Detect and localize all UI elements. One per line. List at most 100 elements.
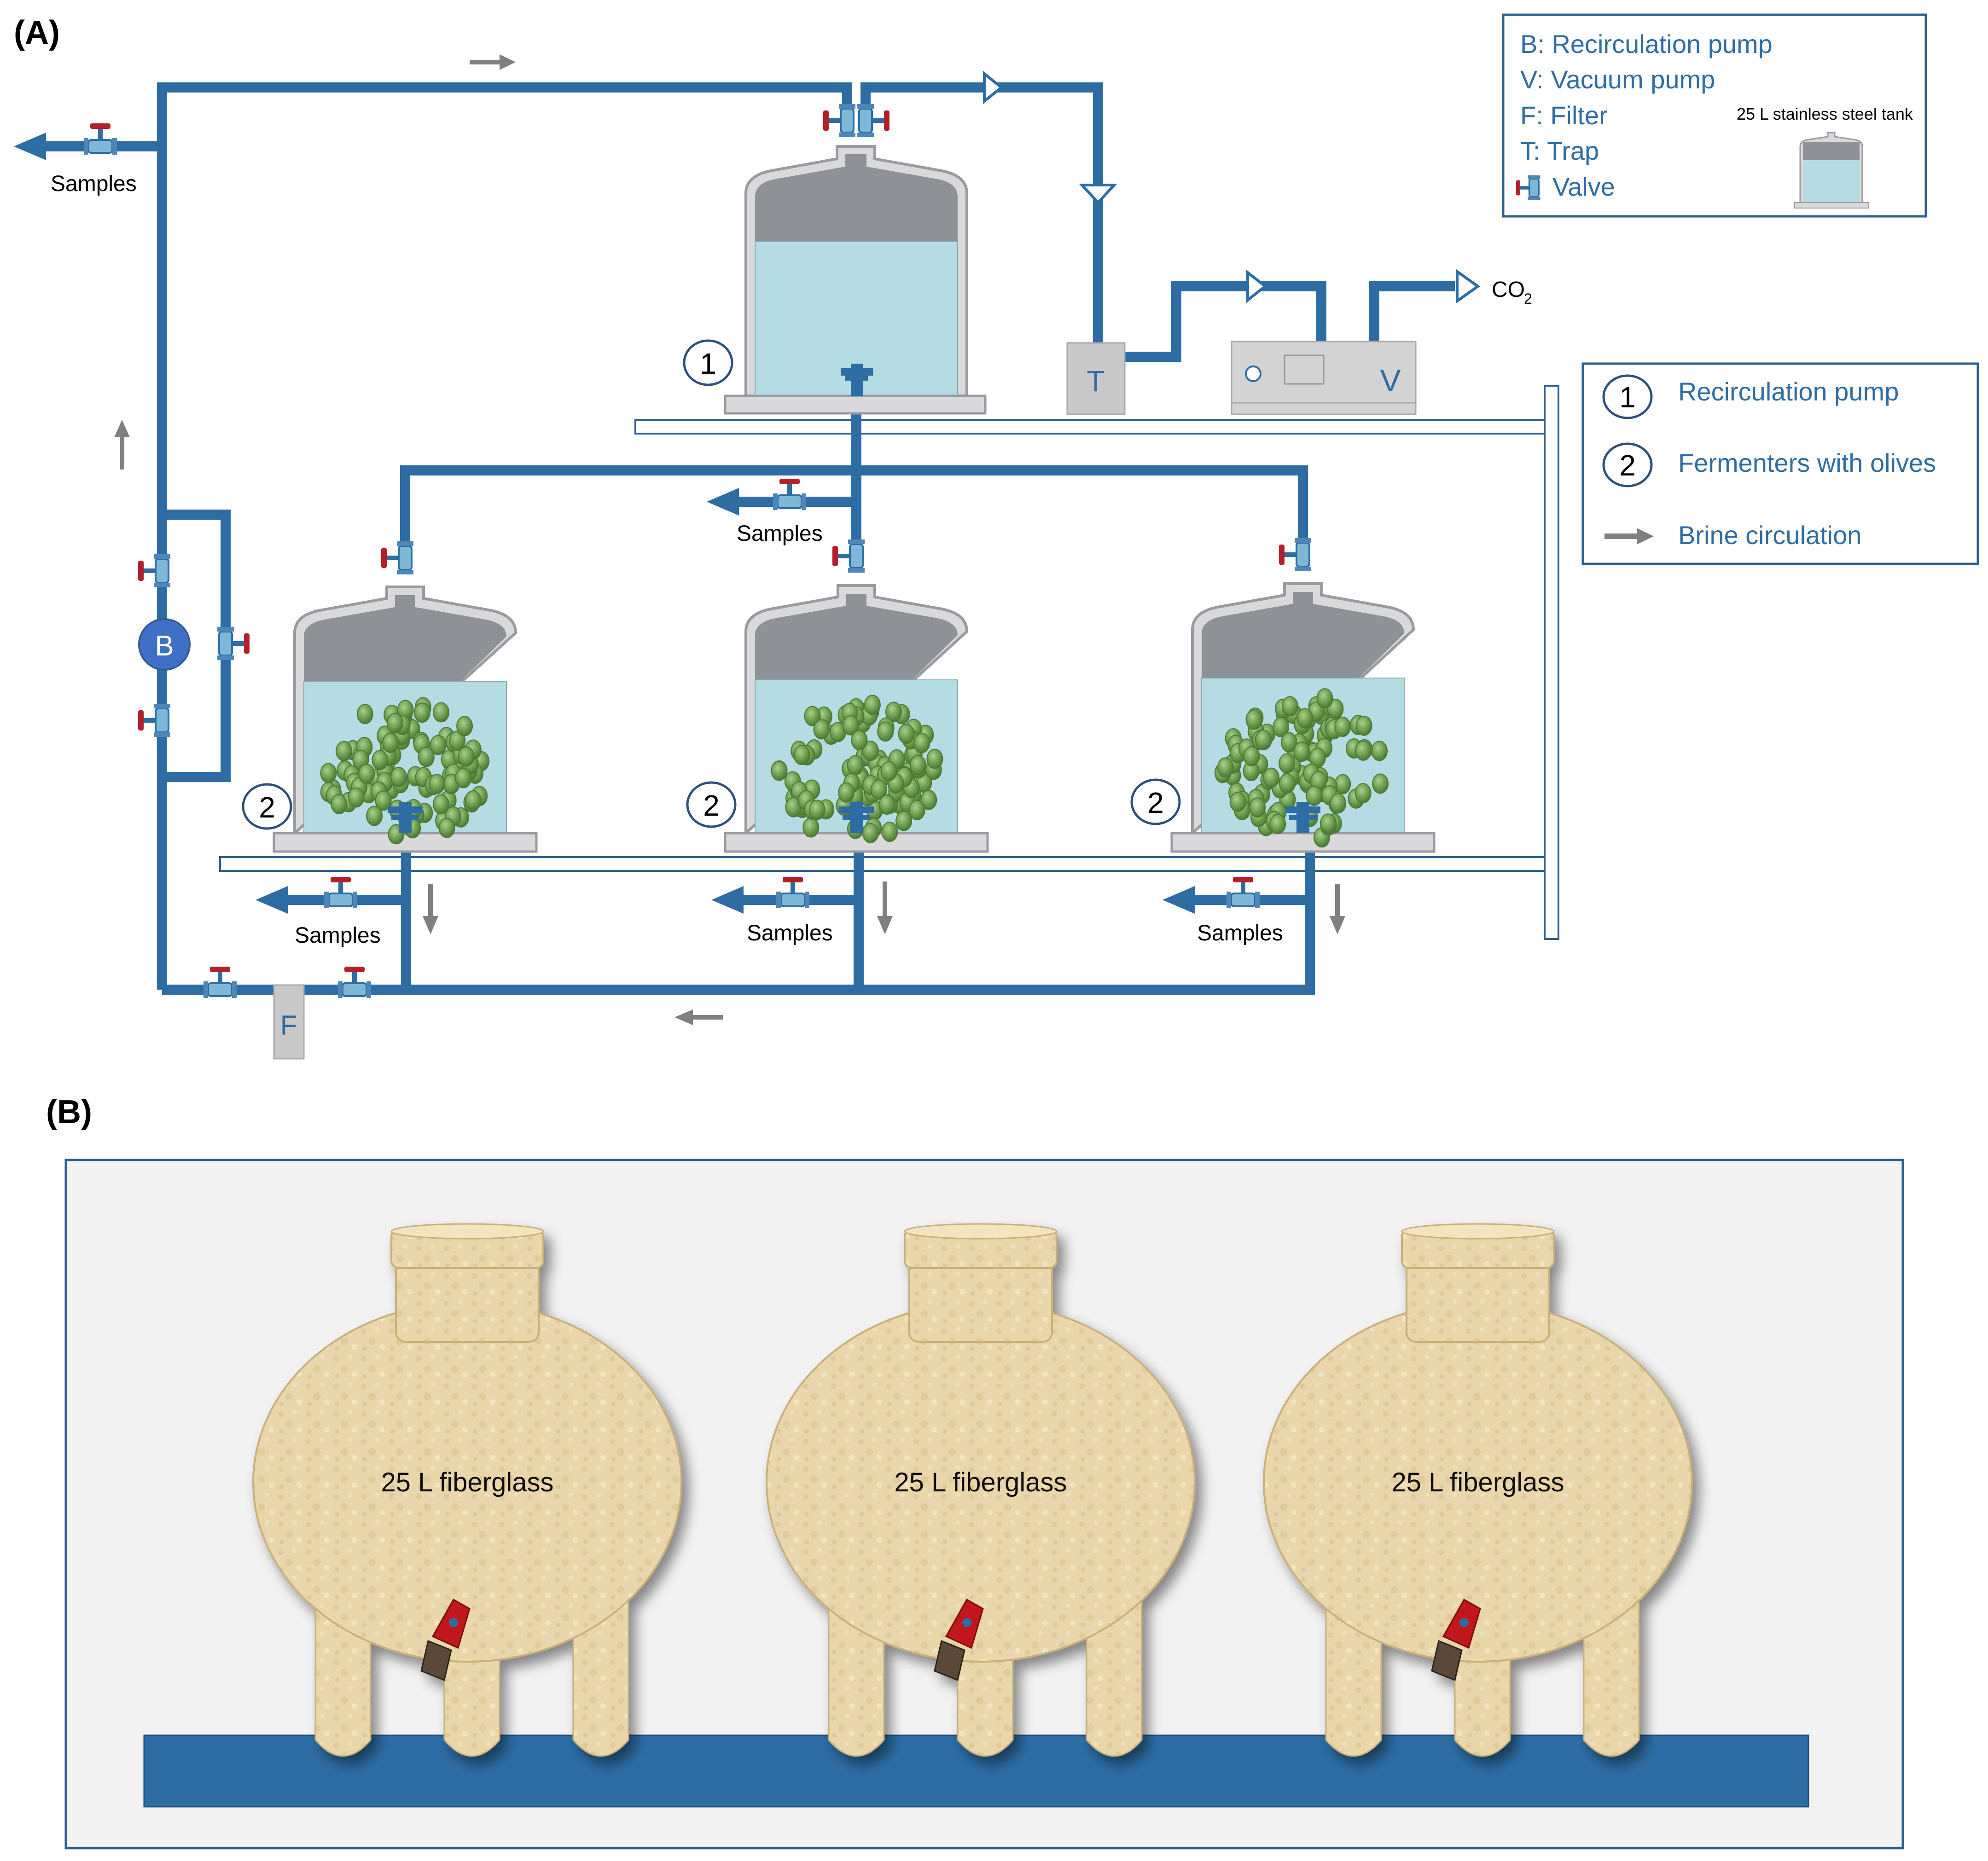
- sample-valve-f1[interactable]: [323, 876, 358, 909]
- olive: [771, 760, 788, 781]
- fermenter-2-valve[interactable]: [831, 539, 866, 574]
- mini-tank-icon: [1794, 132, 1869, 209]
- pump-inlet-valve[interactable]: [137, 553, 171, 588]
- arrow-icon: [1604, 528, 1654, 545]
- legend-item-t: T: Trap: [1520, 136, 1599, 165]
- olive: [864, 695, 881, 715]
- olive: [455, 768, 472, 788]
- olive: [413, 702, 430, 723]
- olive: [456, 716, 473, 736]
- olive: [1334, 717, 1351, 737]
- olive: [1306, 785, 1323, 806]
- filter-inlet-valve[interactable]: [203, 966, 238, 999]
- samples-label-f2: Samples: [747, 921, 833, 945]
- olive: [847, 755, 864, 776]
- legend-symbols: 1 Recirculation pump 2 Fermenters with o…: [1581, 362, 1979, 565]
- olive: [1372, 773, 1389, 794]
- fermenter-3-valve[interactable]: [1278, 537, 1312, 572]
- legend-item-fermenters: Fermenters with olives: [1678, 448, 1936, 477]
- svg-text:1: 1: [1619, 381, 1636, 414]
- olive: [1296, 708, 1314, 729]
- tank-1-stainless: [724, 145, 987, 415]
- tank-label: 25 L fiberglass: [381, 1467, 553, 1497]
- olive: [898, 724, 915, 744]
- sample-valve-middle[interactable]: [772, 478, 807, 511]
- olive: [1316, 688, 1333, 709]
- olive: [348, 787, 365, 808]
- shelf-support: [1544, 385, 1559, 940]
- bypass-valve[interactable]: [216, 626, 250, 661]
- olive: [1269, 814, 1286, 835]
- legend-item-brine: Brine circulation: [1678, 521, 1861, 550]
- sample-valve-f3[interactable]: [1226, 876, 1261, 909]
- vacuum-pump: V: [1231, 341, 1417, 415]
- olive: [1281, 732, 1297, 753]
- sample-valve-f2[interactable]: [775, 876, 810, 909]
- olive: [428, 774, 445, 794]
- olive: [913, 733, 930, 754]
- olive: [1371, 741, 1388, 761]
- olive: [331, 794, 348, 814]
- legend-item-valve: Valve: [1552, 172, 1615, 201]
- filter: F: [273, 984, 305, 1060]
- sample-valve-top[interactable]: [83, 122, 118, 156]
- olive: [387, 713, 404, 733]
- olive: [458, 746, 475, 767]
- olive: [320, 763, 337, 783]
- fiberglass-tank-2: 25 L fiberglass: [766, 1223, 1196, 1757]
- pump-outlet-valve[interactable]: [137, 703, 171, 738]
- recirculation-pump-b: B: [138, 618, 191, 671]
- olive: [804, 706, 821, 726]
- olive: [813, 719, 830, 740]
- tank1-valve-left[interactable]: [822, 103, 856, 138]
- tank-spout: [934, 1640, 965, 1681]
- fiberglass-tanks: 25 L fiberglass 25 L fiberglass 25 L fiber…: [252, 1223, 1693, 1757]
- olive: [433, 702, 450, 723]
- tank-spout: [420, 1640, 452, 1681]
- olive: [808, 800, 825, 820]
- legend-item-v: V: Vacuum pump: [1520, 65, 1715, 94]
- olive: [1255, 729, 1272, 750]
- olive: [885, 701, 902, 722]
- olive: [908, 800, 925, 820]
- filter-outlet-valve[interactable]: [337, 966, 372, 999]
- olive: [895, 811, 913, 831]
- olive: [1293, 742, 1310, 762]
- pipe-network: [14, 82, 1455, 995]
- fiberglass-tank-3: 25 L fiberglass: [1263, 1223, 1693, 1757]
- olive: [842, 715, 859, 736]
- fermenter-3-number: 2: [1130, 778, 1181, 825]
- olive: [366, 806, 383, 826]
- olive: [802, 817, 820, 838]
- olive: [920, 789, 937, 810]
- panel-b-label: (B): [46, 1094, 92, 1131]
- olive: [909, 755, 926, 776]
- legend-tank-caption: 25 L stainless steel tank: [1737, 104, 1913, 123]
- olive: [862, 823, 879, 843]
- tank1-valve-right[interactable]: [856, 103, 890, 138]
- legend-item-f: F: Filter: [1520, 101, 1608, 130]
- olive: [1320, 813, 1337, 834]
- olive: [372, 750, 389, 771]
- olive: [1355, 715, 1372, 736]
- flow-triangles: [983, 70, 1481, 304]
- tank-neck: [1406, 1260, 1550, 1343]
- olive: [1273, 717, 1289, 737]
- olive: [838, 782, 855, 803]
- fermenters: [273, 582, 1436, 853]
- svg-text:2: 2: [259, 791, 275, 824]
- olive: [418, 747, 435, 767]
- olive: [880, 761, 897, 782]
- fermenter-1-valve[interactable]: [380, 540, 414, 575]
- olive: [1217, 757, 1234, 778]
- olive: [336, 741, 352, 761]
- panel-a-label: (A): [14, 14, 60, 51]
- olive: [871, 779, 887, 800]
- legend-item-b: B: Recirculation pump: [1520, 29, 1773, 58]
- olive: [390, 767, 407, 787]
- legend-components: B: Recirculation pump V: Vacuum pump F: …: [1502, 13, 1927, 218]
- tank-label: 25 L fiberglass: [1391, 1467, 1564, 1497]
- olive: [878, 794, 895, 815]
- svg-text:2: 2: [1619, 449, 1636, 482]
